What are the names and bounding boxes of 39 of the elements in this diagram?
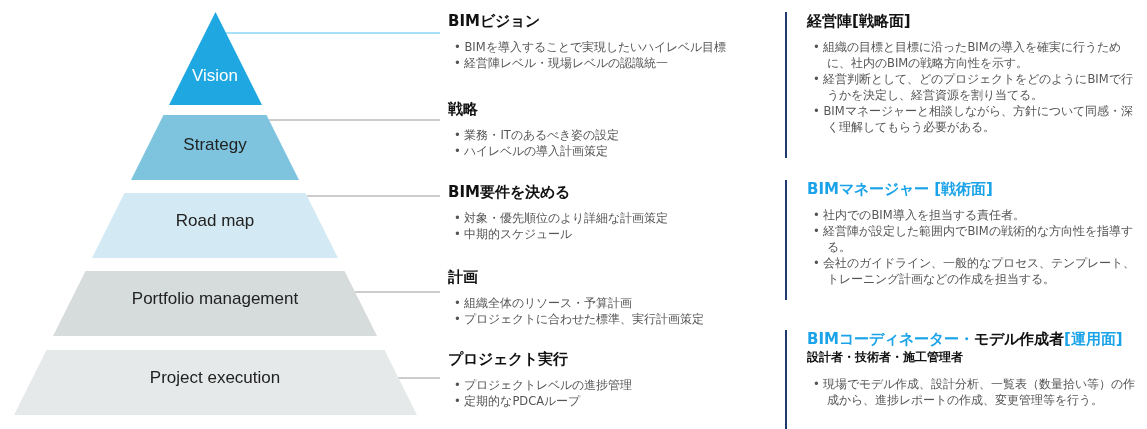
tier-label: Road map <box>174 211 256 231</box>
bullet-item: • BIMマネージャーと相談しながら、方針について同感・深く理解してもらう必要がある。 <box>813 103 1134 135</box>
role-title: 経営陣[戦略面] <box>807 12 912 31</box>
tier-label: Project execution <box>148 368 282 388</box>
bullet-item: • ハイレベルの導入計画策定 <box>454 143 610 159</box>
bullet-item: • 経営判断として、どのプロジェクトをどのようにBIMで行うかを決定し、経営資源を割り当てる。 <box>813 71 1134 103</box>
section-heading: BIMビジョン <box>448 12 541 31</box>
bullet-item: • BIMを導入することで実現したいハイレベル目標 <box>454 39 727 55</box>
role-title: BIMマネージャー [戦術面] <box>807 180 994 199</box>
tier-label: Portfolio management <box>130 289 300 309</box>
role-title: [運用面] <box>1063 330 1123 348</box>
section-heading: 計画 <box>448 268 479 287</box>
bullet-item: • 会社のガイドライン、一般的なプロセス、テンプレート、トレーニング計画などの作成を担当する。 <box>813 255 1137 287</box>
bullet-item: • 組織全体のリソース・予算計画 <box>454 295 634 311</box>
bullet-item: • プロジェクトに合わせた標準、実行計画策定 <box>454 311 706 327</box>
role-panel <box>785 330 1137 429</box>
bullet-item: • 組織の目標と目標に沿ったBIMの導入を確実に行うために、社内のBIMの戦略方向性を示す。 <box>813 39 1122 71</box>
bullet-item: • 社内でのBIM導入を担当する責任者。 <box>813 207 1026 223</box>
role-title: モデル作成者 <box>973 330 1064 348</box>
leader-line <box>225 32 441 34</box>
leader-line <box>354 291 441 293</box>
bullet-item: • 中期的スケジュール <box>454 226 574 242</box>
section-heading: BIM要件を決める <box>448 183 571 202</box>
leader-line <box>397 377 441 379</box>
bullet-item: • 経営陣が設定した範囲内でBIMの戦術的な方向性を指導する。 <box>813 223 1134 255</box>
bullet-item: • プロジェクトレベルの進捗管理 <box>454 377 634 393</box>
bullet-item: • 現場でモデル作成、設計分析、一覧表（数量拾い等）の作成から、進捗レポートの作成、変更管理等を行う。 <box>813 376 1137 408</box>
bullet-item: • 業務・ITのあるべき姿の設定 <box>454 127 620 143</box>
bullet-item: • 対象・優先順位のより詳細な計画策定 <box>454 210 670 226</box>
section-heading: プロジェクト実行 <box>448 350 569 369</box>
leader-line <box>306 195 441 197</box>
role-title: BIMコーディネーター・ <box>807 330 974 348</box>
section-heading: 戦略 <box>448 100 479 119</box>
tier-label: Strategy <box>182 135 248 155</box>
tier-label: Vision <box>191 66 239 86</box>
role-subtitle: 設計者・技術者・施工管理者 <box>807 349 964 366</box>
bullet-item: • 定期的なPDCAループ <box>454 393 582 409</box>
leader-line <box>268 119 441 121</box>
bullet-item: • 経営陣レベル・現場レベルの認識統一 <box>454 55 670 71</box>
